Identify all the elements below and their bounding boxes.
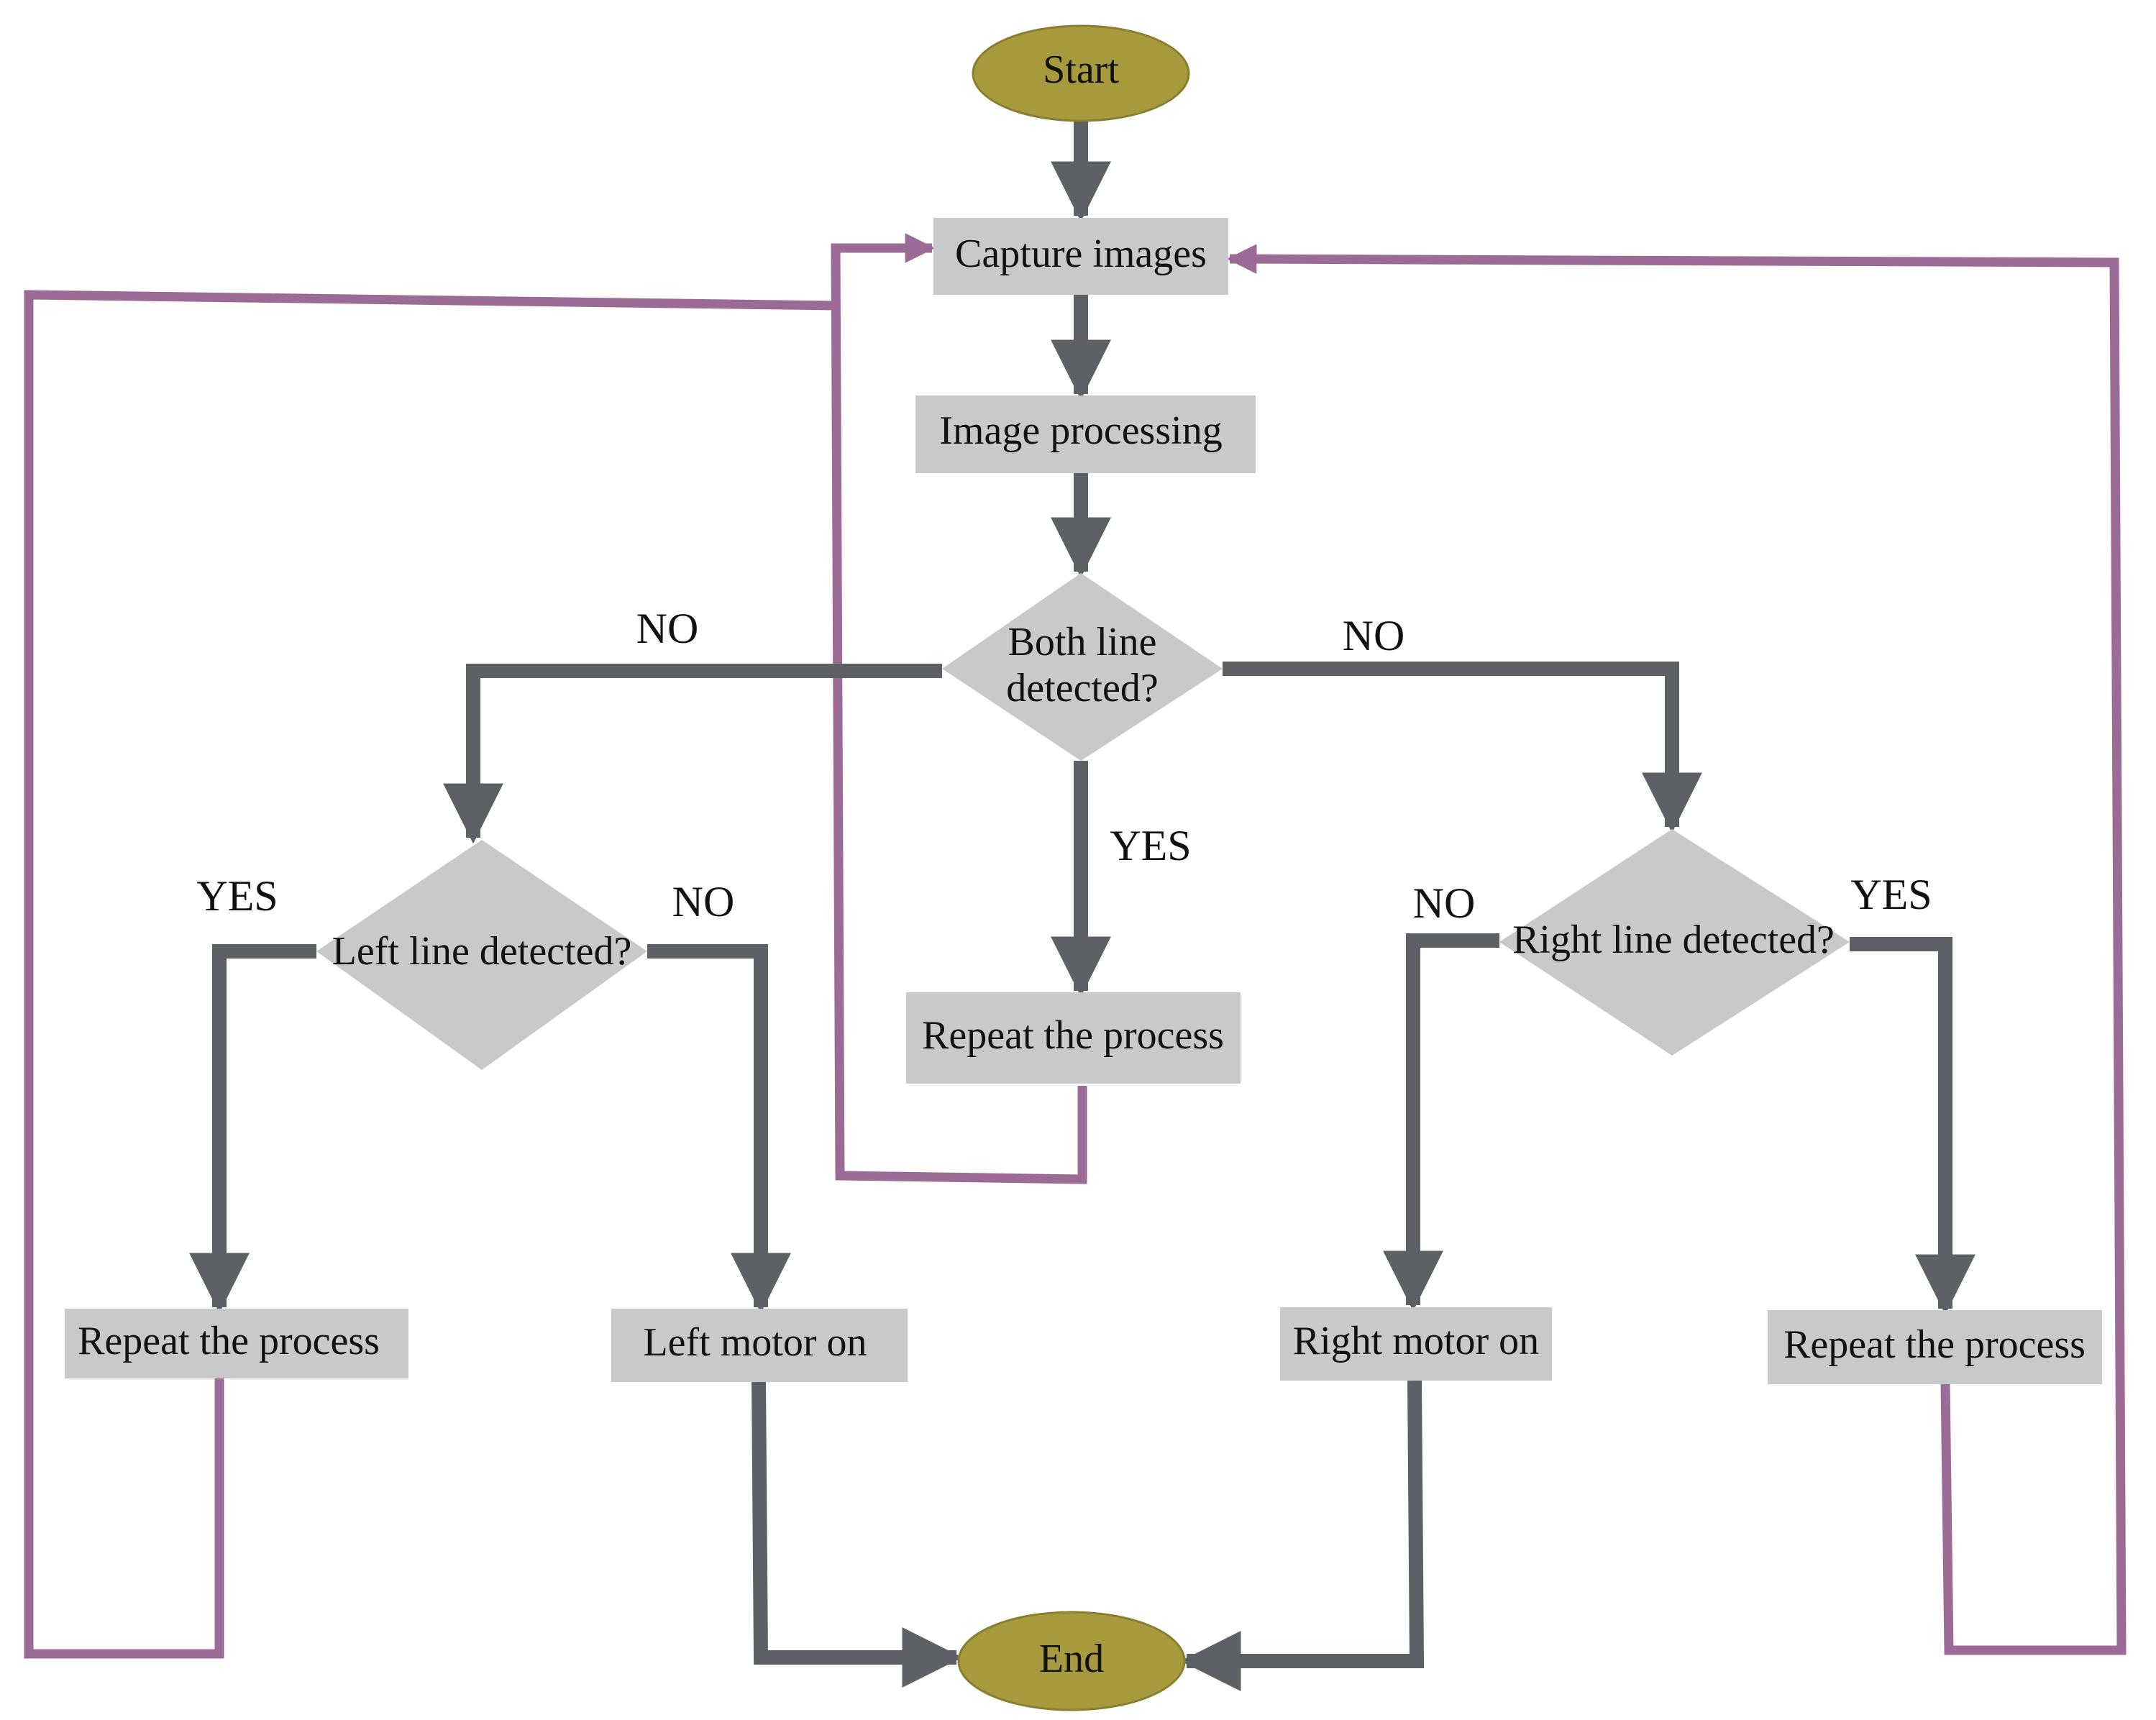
processing-box <box>915 395 1256 473</box>
right-motor-box <box>1280 1307 1552 1381</box>
arrow-right-no-to-right-motor <box>1383 933 1499 1312</box>
repeat-left-box <box>65 1309 408 1378</box>
arrow-left-yes-to-repeat <box>189 944 316 1314</box>
right-decision-label: Right line detected? <box>1512 918 1835 962</box>
right-decision-diamond <box>1499 829 1850 1056</box>
capture-box <box>933 218 1228 295</box>
repeat-right-box <box>1768 1310 2102 1384</box>
capture-node: Capture images <box>933 218 1228 295</box>
arrow-both-no-to-right-decision <box>1223 662 1702 833</box>
flow-arrows <box>189 121 1975 1691</box>
processing-node: Image processing <box>915 395 1256 473</box>
repeat-left-label: Repeat the process <box>78 1319 380 1363</box>
start-node: Start <box>972 24 1190 122</box>
left-motor-label: Left motor on <box>643 1320 867 1365</box>
label-left-no: NO <box>672 878 735 925</box>
arrow-right-yes-to-repeat <box>1850 937 1975 1315</box>
label-right-yes: YES <box>1850 871 1932 918</box>
label-both-yes: YES <box>1110 822 1191 869</box>
repeat-right-node: Repeat the process <box>1768 1310 2102 1384</box>
repeat-left-node: Repeat the process <box>65 1309 408 1378</box>
arrow-both-no-to-left-decision <box>443 664 942 844</box>
arrow-left-motor-to-end <box>752 1381 963 1688</box>
left-decision-node: Left line detected? <box>316 840 647 1070</box>
end-terminal <box>957 1611 1186 1711</box>
start-label: Start <box>1043 47 1119 92</box>
both-decision-node: Both line detected? <box>942 573 1223 761</box>
loop-line-left <box>24 290 836 1659</box>
end-label: End <box>1039 1637 1104 1681</box>
left-motor-box <box>611 1309 908 1382</box>
both-decision-diamond <box>942 573 1223 761</box>
repeat-center-label: Repeat the process <box>922 1013 1224 1058</box>
edge-labels: NO NO YES YES NO NO YES <box>196 605 1932 927</box>
right-motor-node: Right motor on <box>1280 1307 1552 1381</box>
start-terminal <box>972 24 1190 122</box>
left-motor-node: Left motor on <box>611 1309 908 1382</box>
capture-label: Capture images <box>955 232 1207 276</box>
label-right-no: NO <box>1413 879 1476 927</box>
right-decision-node: Right line detected? <box>1499 829 1850 1056</box>
label-both-no-right: NO <box>1343 612 1405 659</box>
right-motor-label: Right motor on <box>1293 1319 1539 1363</box>
label-both-no-left: NO <box>636 605 699 652</box>
both-decision-label-line1: Both line <box>1008 620 1157 664</box>
repeat-center-box <box>906 992 1241 1084</box>
arrow-right-motor-to-end <box>1180 1380 1425 1691</box>
left-decision-label: Left line detected? <box>332 929 632 974</box>
label-left-yes: YES <box>196 872 278 920</box>
left-decision-diamond <box>316 840 647 1070</box>
both-decision-label-line2: detected? <box>1006 666 1158 710</box>
loop-line-right <box>1226 244 2127 1655</box>
loop-lines <box>24 233 2127 1659</box>
end-node: End <box>957 1611 1186 1711</box>
arrow-left-no-to-left-motor <box>647 944 791 1314</box>
repeat-center-node: Repeat the process <box>906 992 1241 1084</box>
processing-label: Image processing <box>939 408 1222 453</box>
loop-line-center <box>831 233 1087 1184</box>
repeat-right-label: Repeat the process <box>1783 1322 2086 1367</box>
